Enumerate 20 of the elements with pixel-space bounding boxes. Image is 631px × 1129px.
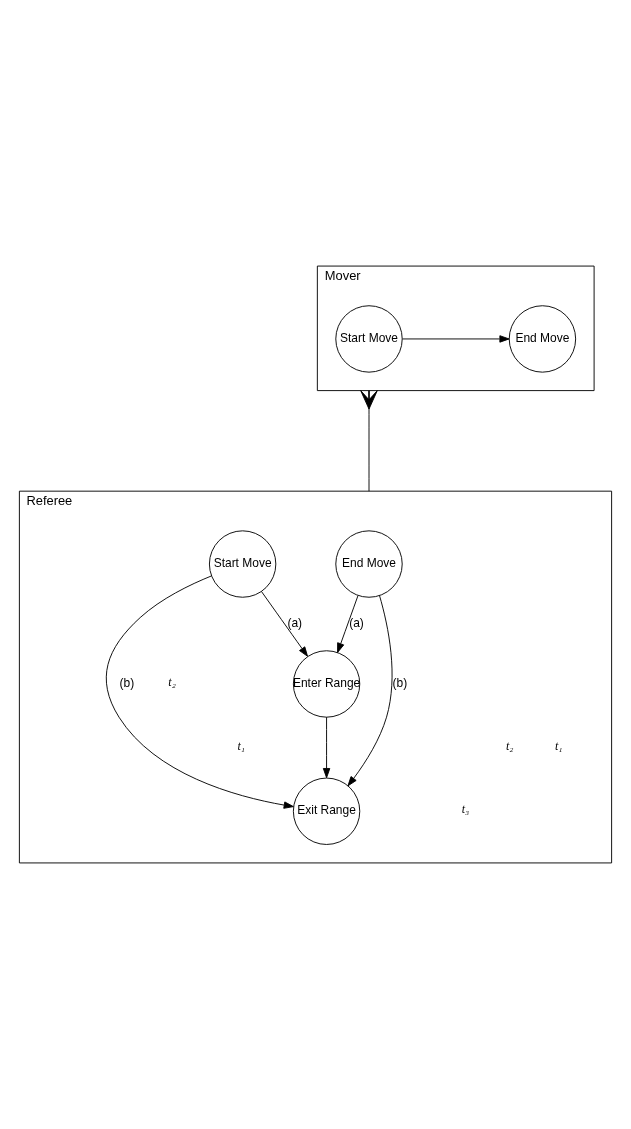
edge-label: (b) — [392, 676, 408, 691]
arrow — [261, 591, 308, 657]
node-circle: End Move — [508, 305, 577, 373]
arrow — [322, 716, 331, 779]
label: t₂ — [168, 675, 176, 690]
edge-label: (b) — [119, 676, 135, 691]
edge-label: (a) — [287, 616, 303, 631]
connector — [360, 390, 378, 492]
edge-label: (a) — [349, 616, 364, 631]
arrow — [105, 575, 294, 809]
label: t₁ — [554, 738, 563, 753]
label: t₁ — [237, 738, 246, 753]
arrow — [402, 335, 510, 343]
node-circle: End Move — [335, 530, 403, 598]
label: t₂ — [506, 738, 514, 753]
label: t₃ — [461, 802, 470, 817]
arrow — [347, 595, 393, 787]
node-circle: Start Move — [335, 305, 403, 373]
arrow — [337, 595, 359, 653]
node-circle: Start Move — [208, 530, 277, 598]
